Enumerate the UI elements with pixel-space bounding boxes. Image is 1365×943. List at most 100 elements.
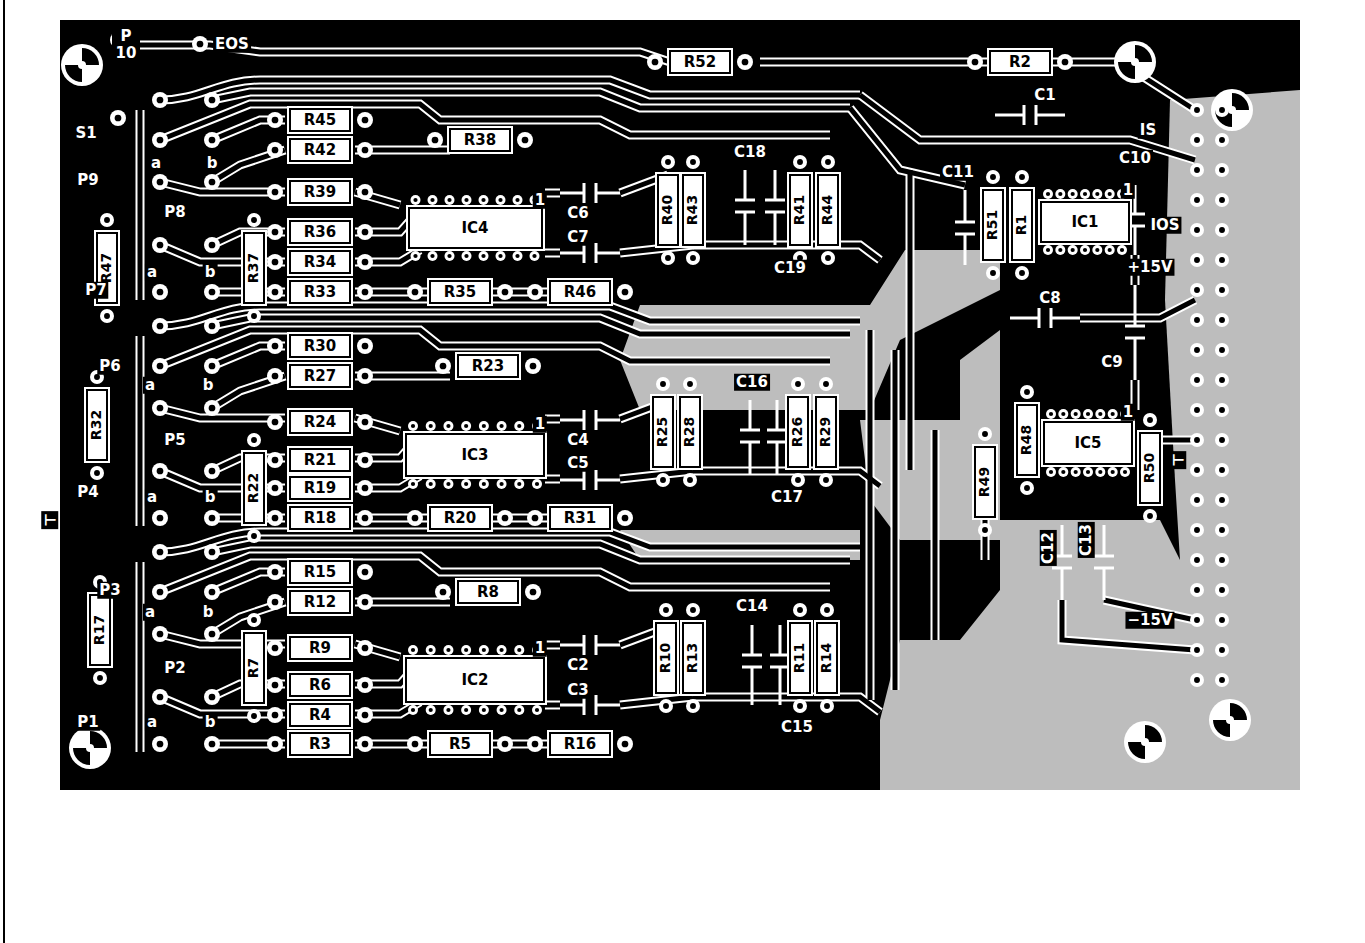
copper-traces	[140, 45, 1195, 752]
resistor-body: R43	[682, 174, 704, 246]
pad-hole	[1098, 470, 1102, 474]
pad-hole	[1083, 192, 1087, 196]
pad-hole	[1194, 287, 1200, 293]
silkscreen-label: IS	[1138, 122, 1158, 139]
resistor-body: R16	[549, 732, 611, 756]
pad-hole	[94, 374, 100, 380]
solder-pad	[686, 699, 700, 713]
solder-pad	[1215, 583, 1229, 597]
solder-pad	[513, 251, 523, 261]
pad-hole	[990, 270, 996, 276]
solder-pad	[1143, 509, 1157, 523]
pad-hole	[502, 741, 509, 748]
pad-hole	[362, 373, 369, 380]
silkscreen-label: a	[143, 377, 157, 394]
solder-pad	[204, 626, 220, 642]
pad-hole	[272, 682, 279, 689]
pad-hole	[687, 477, 693, 483]
solder-pad	[527, 510, 543, 526]
pad-hole	[502, 515, 509, 522]
solder-pad	[819, 473, 833, 487]
pad-hole	[982, 431, 988, 437]
pad-hole	[1049, 412, 1053, 416]
solder-pad	[1046, 467, 1056, 477]
pad-hole	[660, 381, 666, 387]
pad-hole	[272, 343, 279, 350]
pad-hole	[272, 515, 279, 522]
pad-hole	[1194, 527, 1200, 533]
resistor-body: R33	[289, 280, 351, 304]
resistor-body: R26	[787, 396, 809, 468]
pad-hole	[690, 255, 696, 261]
pad-hole	[1219, 317, 1225, 323]
silkscreen-label: C14	[734, 598, 770, 615]
solder-pad	[617, 736, 633, 752]
solder-pad	[647, 54, 663, 70]
pad-hole	[825, 159, 831, 165]
silkscreen-label: C16	[734, 374, 770, 391]
resistor-body: R46	[549, 280, 611, 304]
solder-pad	[497, 479, 507, 489]
solder-pad	[1046, 409, 1056, 419]
solder-pad	[820, 603, 834, 617]
solder-pad	[407, 510, 423, 526]
solder-pad	[1215, 103, 1229, 117]
pad-hole	[481, 254, 485, 258]
silkscreen-label: C3	[565, 682, 590, 699]
pad-hole	[115, 115, 122, 122]
pad-hole	[1219, 557, 1225, 563]
solder-pad	[1190, 403, 1204, 417]
silkscreen-label: C19	[772, 260, 808, 277]
solder-pad	[267, 112, 283, 128]
solder-pad	[1215, 463, 1229, 477]
solder-pad	[656, 473, 670, 487]
pad-hole	[1061, 470, 1065, 474]
resistor-body: R25	[652, 396, 674, 468]
solder-pad	[737, 54, 753, 70]
pad-hole	[687, 381, 693, 387]
solder-pad	[819, 377, 833, 391]
pad-hole	[157, 242, 164, 249]
pad-hole	[432, 137, 439, 144]
silkscreen-label: P4	[75, 484, 100, 501]
component-label: R36	[304, 224, 336, 241]
solder-pad	[1215, 343, 1229, 357]
solder-pad	[408, 421, 418, 431]
solder-pad	[357, 254, 373, 270]
solder-pad	[100, 213, 114, 227]
pad-hole	[652, 59, 659, 66]
pad-hole	[209, 741, 216, 748]
pad-hole	[411, 424, 415, 428]
pad-hole	[157, 97, 164, 104]
solder-pad	[426, 645, 436, 655]
pad-hole	[272, 289, 279, 296]
silkscreen-label: a	[145, 264, 159, 281]
solder-pad	[204, 132, 220, 148]
solder-pad	[100, 309, 114, 323]
pad-hole	[412, 289, 419, 296]
pad-hole	[1194, 107, 1200, 113]
component-label: R33	[304, 284, 336, 301]
pad-hole	[1062, 59, 1069, 66]
solder-pad	[357, 564, 373, 580]
solder-pad	[967, 54, 983, 70]
solder-pad	[461, 645, 471, 655]
solder-pad	[90, 466, 104, 480]
resistor-body: R38	[449, 128, 511, 152]
pad-hole	[797, 607, 803, 613]
solder-pad	[204, 544, 220, 560]
pad-hole	[97, 675, 103, 681]
pad-hole	[157, 289, 164, 296]
solder-pad	[497, 421, 507, 431]
component-label: R24	[304, 414, 336, 431]
solder-pad	[462, 251, 472, 261]
pad-hole	[742, 59, 749, 66]
pad-hole	[157, 179, 164, 186]
solder-pad	[1215, 163, 1229, 177]
pad-hole	[482, 424, 486, 428]
pad-hole	[622, 741, 629, 748]
pad-hole	[1219, 347, 1225, 353]
resistor-body: R27	[289, 364, 351, 388]
solder-pad	[1068, 245, 1078, 255]
component-label: R47	[99, 253, 114, 283]
